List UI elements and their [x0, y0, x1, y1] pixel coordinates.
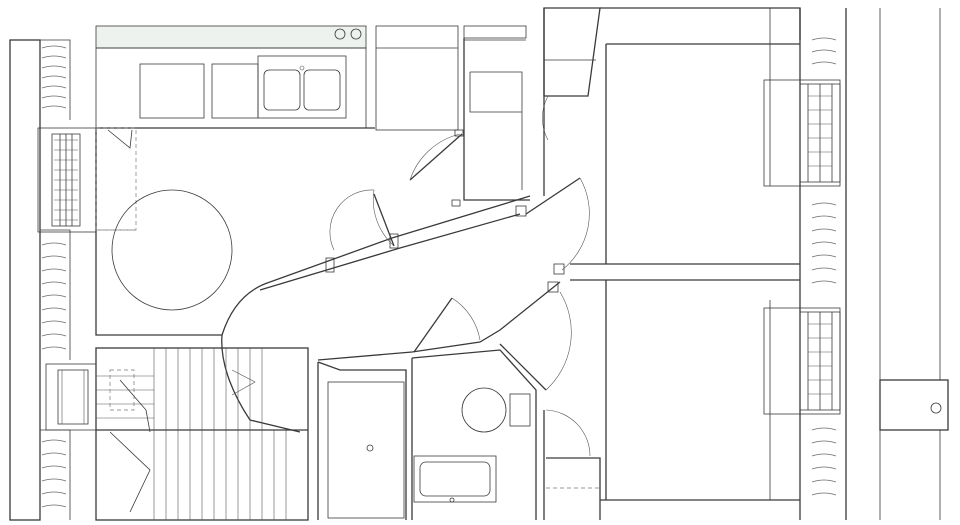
- sink-left-basin: [263, 69, 301, 111]
- staircase: [95, 347, 309, 521]
- window-kitchen: [37, 127, 97, 233]
- sink-right-basin: [303, 69, 341, 111]
- toilet: [461, 387, 507, 433]
- shower-drain: [366, 444, 374, 452]
- window-bedroom-lower: [763, 307, 841, 415]
- kitchen-counter: [95, 25, 367, 49]
- right-exterior-wall: [799, 8, 941, 520]
- bathroom: [317, 349, 537, 520]
- cooktop-knob-2: [350, 28, 362, 40]
- round-table: [111, 189, 233, 311]
- bedroom-lower: [499, 279, 800, 520]
- window-stair: [45, 363, 97, 431]
- exterior-box: [879, 379, 949, 431]
- left-exterior-wall: [9, 39, 71, 521]
- closet: [409, 25, 530, 207]
- wall-outlet: [930, 402, 942, 414]
- cooktop-knob-1: [334, 28, 346, 40]
- bathtub: [413, 455, 497, 503]
- bedroom-upper: [525, 7, 801, 271]
- window-bedroom-upper: [763, 79, 841, 187]
- corridor: [221, 189, 565, 433]
- kitchen-dining: [95, 25, 459, 336]
